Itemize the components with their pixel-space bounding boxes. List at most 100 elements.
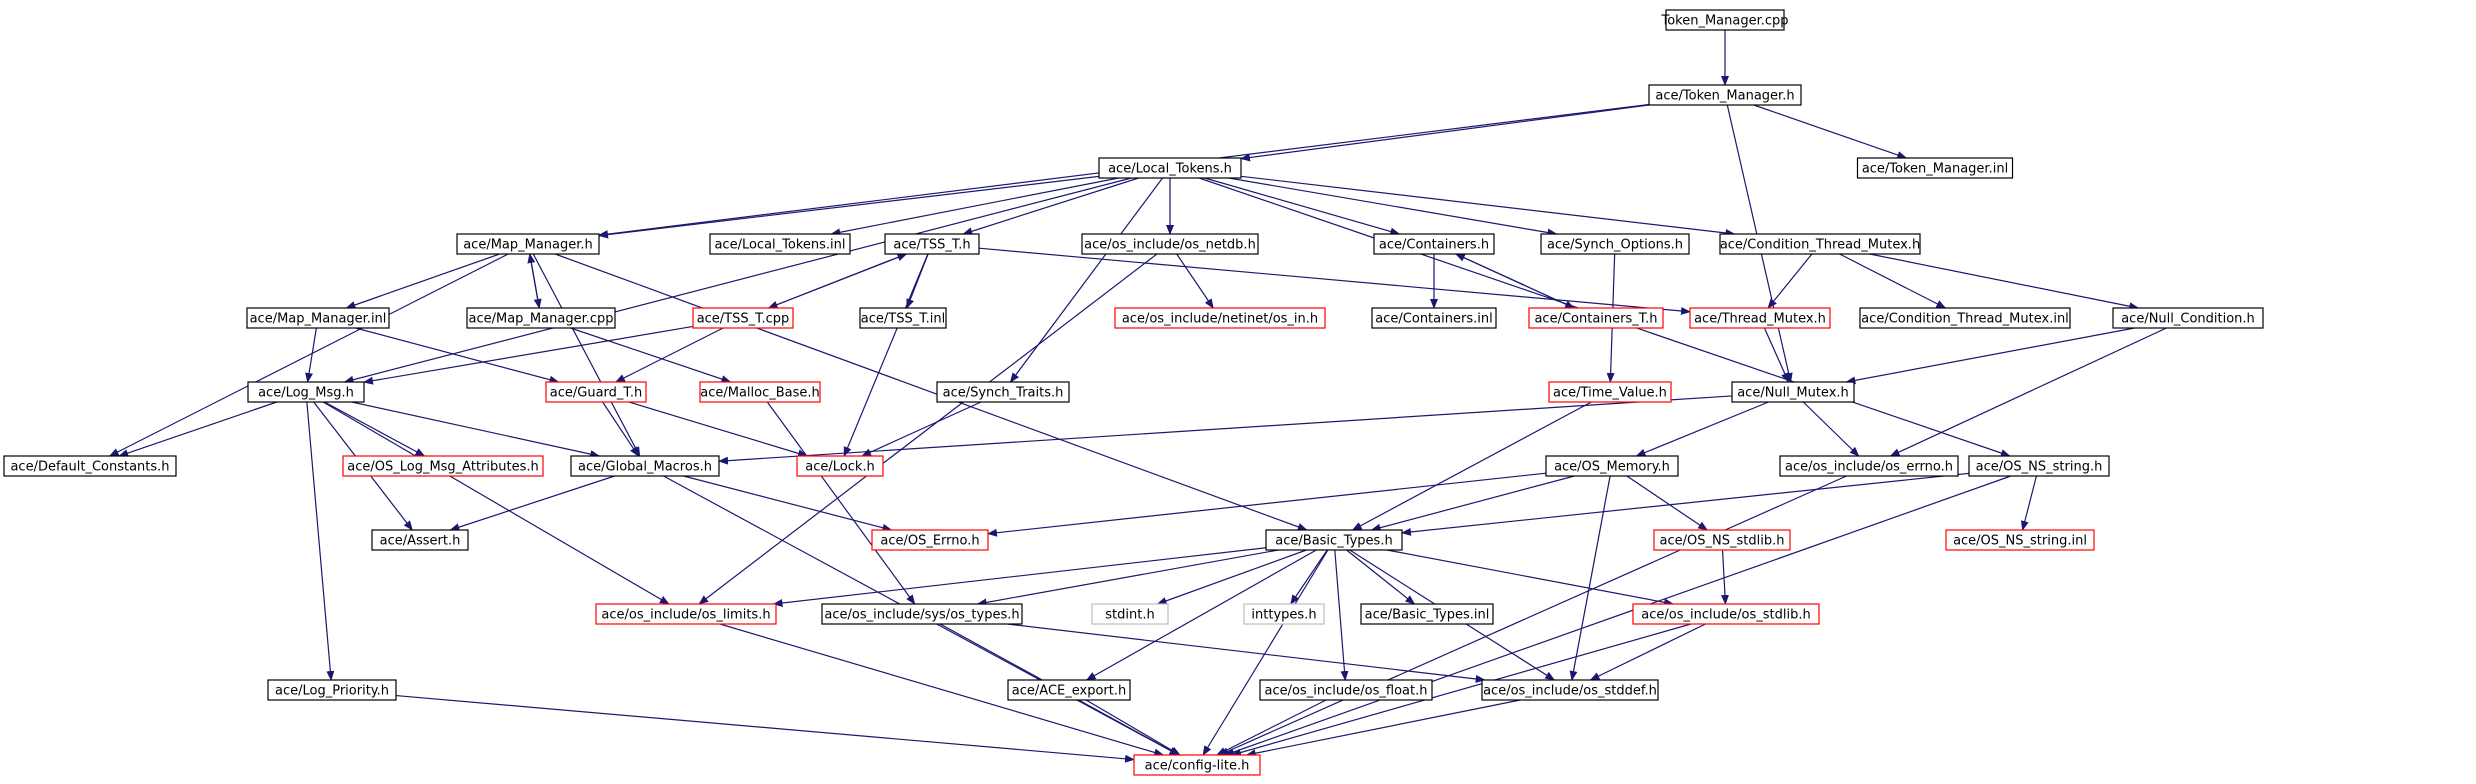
node-os-netdb-h[interactable]: ace/os_include/os_netdb.h [1081, 233, 1259, 255]
node-map-manager-inl[interactable]: ace/Map_Manager.inl [246, 307, 390, 329]
node-box[interactable] [1007, 679, 1131, 701]
node-tss-t-h[interactable]: ace/TSS_T.h [884, 233, 980, 255]
node-box[interactable] [871, 529, 989, 551]
node-box[interactable] [709, 233, 851, 255]
node-box[interactable] [699, 381, 821, 403]
node-containers-inl[interactable]: ace/Containers.inl [1371, 307, 1497, 329]
node-box[interactable] [1540, 233, 1690, 255]
node-sys-os-types-h[interactable]: ace/os_include/sys/os_types.h [821, 603, 1023, 625]
node-synch-traits-h[interactable]: ace/Synch_Traits.h [936, 381, 1070, 403]
node-os-log-msg-attributes-h[interactable]: ace/OS_Log_Msg_Attributes.h [342, 455, 544, 477]
node-ace-os-errno-h[interactable]: ace/OS_Errno.h [871, 529, 989, 551]
node-box[interactable] [1856, 157, 2014, 179]
node-box[interactable] [796, 455, 884, 477]
node-box[interactable] [247, 381, 365, 403]
node-box[interactable] [595, 603, 777, 625]
node-box[interactable] [570, 455, 720, 477]
node-containers-t-h[interactable]: ace/Containers_T.h [1528, 307, 1664, 329]
node-map-manager-h[interactable]: ace/Map_Manager.h [456, 233, 600, 255]
node-box[interactable] [342, 455, 544, 477]
node-box[interactable] [1665, 9, 1785, 31]
node-os-ns-string-h[interactable]: ace/OS_NS_string.h [1968, 455, 2110, 477]
node-box[interactable] [1133, 754, 1261, 776]
node-box[interactable] [1098, 157, 1242, 179]
node-box[interactable] [1528, 307, 1664, 329]
node-box[interactable] [1653, 529, 1791, 551]
node-box[interactable] [1719, 233, 1921, 255]
node-inttypes-h[interactable]: inttypes.h [1243, 603, 1325, 625]
node-map-manager-cpp[interactable]: ace/Map_Manager.cpp [466, 307, 616, 329]
node-box[interactable] [1968, 455, 2110, 477]
node-null-condition-h[interactable]: ace/Null_Condition.h [2112, 307, 2264, 329]
node-time-value-h[interactable]: ace/Time_Value.h [1548, 381, 1672, 403]
node-box[interactable] [1081, 233, 1259, 255]
node-guard-t-h[interactable]: ace/Guard_T.h [545, 381, 647, 403]
node-os-limits-h[interactable]: ace/os_include/os_limits.h [595, 603, 777, 625]
node-box[interactable] [371, 529, 469, 551]
node-box[interactable] [1945, 529, 2095, 551]
node-box[interactable] [1545, 455, 1679, 477]
node-box[interactable] [1481, 679, 1659, 701]
node-box[interactable] [1360, 603, 1494, 625]
node-thread-mutex-h[interactable]: ace/Thread_Mutex.h [1689, 307, 1831, 329]
node-malloc-base-h[interactable]: ace/Malloc_Base.h [699, 381, 821, 403]
node-ace-export-h[interactable]: ace/ACE_export.h [1007, 679, 1131, 701]
node-box[interactable] [1091, 603, 1169, 625]
node-synch-options-h[interactable]: ace/Synch_Options.h [1540, 233, 1690, 255]
node-box[interactable] [1859, 307, 2071, 329]
node-box[interactable] [456, 233, 600, 255]
node-local-tokens-h[interactable]: ace/Local_Tokens.h [1098, 157, 1242, 179]
node-tss-t-cpp[interactable]: ace/TSS_T.cpp [692, 307, 794, 329]
node-token-manager-inl[interactable]: ace/Token_Manager.inl [1856, 157, 2014, 179]
node-basic-types-inl[interactable]: ace/Basic_Types.inl [1360, 603, 1494, 625]
node-default-constants-h[interactable]: ace/Default_Constants.h [3, 455, 177, 477]
node-os-stddef-h[interactable]: ace/os_include/os_stddef.h [1481, 679, 1659, 701]
node-box[interactable] [545, 381, 647, 403]
node-assert-h[interactable]: ace/Assert.h [371, 529, 469, 551]
node-box[interactable] [267, 679, 397, 701]
node-log-msg-h[interactable]: ace/Log_Msg.h [247, 381, 365, 403]
node-condition-thread-mutex-h[interactable]: ace/Condition_Thread_Mutex.h [1719, 233, 1921, 255]
node-box[interactable] [1265, 529, 1403, 551]
node-box[interactable] [821, 603, 1023, 625]
node-os-stdlib-h[interactable]: ace/os_include/os_stdlib.h [1632, 603, 1820, 625]
node-condition-thread-mutex-inl[interactable]: ace/Condition_Thread_Mutex.inl [1859, 307, 2071, 329]
node-box[interactable] [936, 381, 1070, 403]
node-box[interactable] [1259, 679, 1433, 701]
node-box[interactable] [1731, 381, 1855, 403]
node-box[interactable] [2112, 307, 2264, 329]
node-tss-t-inl[interactable]: ace/TSS_T.inl [859, 307, 947, 329]
node-log-priority-h[interactable]: ace/Log_Priority.h [267, 679, 397, 701]
node-os-ns-stdlib-h[interactable]: ace/OS_NS_stdlib.h [1653, 529, 1791, 551]
node-box[interactable] [692, 307, 794, 329]
node-os-errno-h[interactable]: ace/os_include/os_errno.h [1779, 455, 1959, 477]
node-global-macros-h[interactable]: ace/Global_Macros.h [570, 455, 720, 477]
node-os-memory-h[interactable]: ace/OS_Memory.h [1545, 455, 1679, 477]
node-box[interactable] [1632, 603, 1820, 625]
node-box[interactable] [466, 307, 616, 329]
node-box[interactable] [1371, 307, 1497, 329]
node-box[interactable] [1548, 381, 1672, 403]
node-token-manager-h[interactable]: ace/Token_Manager.h [1648, 84, 1802, 106]
node-stdint-h[interactable]: stdint.h [1091, 603, 1169, 625]
node-null-mutex-h[interactable]: ace/Null_Mutex.h [1731, 381, 1855, 403]
node-config-lite-h[interactable]: ace/config-lite.h [1133, 754, 1261, 776]
node-box[interactable] [3, 455, 177, 477]
node-box[interactable] [1243, 603, 1325, 625]
node-token-manager-cpp[interactable]: Token_Manager.cpp [1660, 9, 1789, 31]
node-basic-types-h[interactable]: ace/Basic_Types.h [1265, 529, 1403, 551]
node-box[interactable] [246, 307, 390, 329]
node-os-float-h[interactable]: ace/os_include/os_float.h [1259, 679, 1433, 701]
node-box[interactable] [1373, 233, 1495, 255]
node-box[interactable] [884, 233, 980, 255]
node-containers-h[interactable]: ace/Containers.h [1373, 233, 1495, 255]
node-box[interactable] [859, 307, 947, 329]
node-box[interactable] [1648, 84, 1802, 106]
node-box[interactable] [1689, 307, 1831, 329]
node-lock-h[interactable]: ace/Lock.h [796, 455, 884, 477]
node-os-in-h[interactable]: ace/os_include/netinet/os_in.h [1114, 307, 1326, 329]
node-local-tokens-inl[interactable]: ace/Local_Tokens.inl [709, 233, 851, 255]
node-os-ns-string-inl[interactable]: ace/OS_NS_string.inl [1945, 529, 2095, 551]
node-box[interactable] [1779, 455, 1959, 477]
node-box[interactable] [1114, 307, 1326, 329]
